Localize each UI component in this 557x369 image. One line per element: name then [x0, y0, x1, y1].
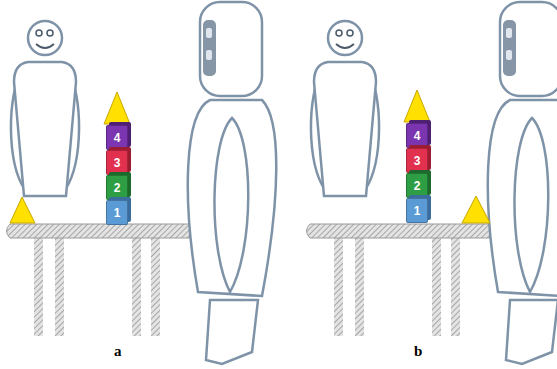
cube-number: 2	[414, 179, 421, 193]
table	[7, 224, 194, 336]
number-cube: 4	[106, 125, 128, 150]
cube-number: 3	[114, 156, 121, 170]
number-cube: 1	[406, 198, 428, 223]
cube-number: 1	[114, 206, 121, 220]
triangle-block	[104, 92, 130, 124]
number-cube: 4	[406, 123, 428, 148]
number-cube: 1	[106, 200, 128, 225]
cube-number: 1	[414, 204, 421, 218]
number-cube: 2	[406, 173, 428, 198]
triangle-block	[10, 197, 35, 223]
triangle-block	[404, 90, 430, 122]
robot-figure	[188, 2, 276, 364]
triangle-block	[462, 196, 490, 223]
panel-label: b	[414, 343, 422, 360]
number-cube: 3	[106, 150, 128, 175]
cube-number: 4	[114, 131, 121, 145]
panel-label: a	[114, 343, 122, 360]
number-cube: 2	[106, 175, 128, 200]
robot-figure	[488, 2, 557, 364]
human-figure	[311, 21, 379, 196]
cube-number: 3	[414, 154, 421, 168]
number-cube: 3	[406, 148, 428, 173]
human-figure	[11, 21, 79, 196]
cube-number: 4	[414, 129, 421, 143]
table	[307, 224, 494, 336]
cube-number: 2	[114, 181, 121, 195]
